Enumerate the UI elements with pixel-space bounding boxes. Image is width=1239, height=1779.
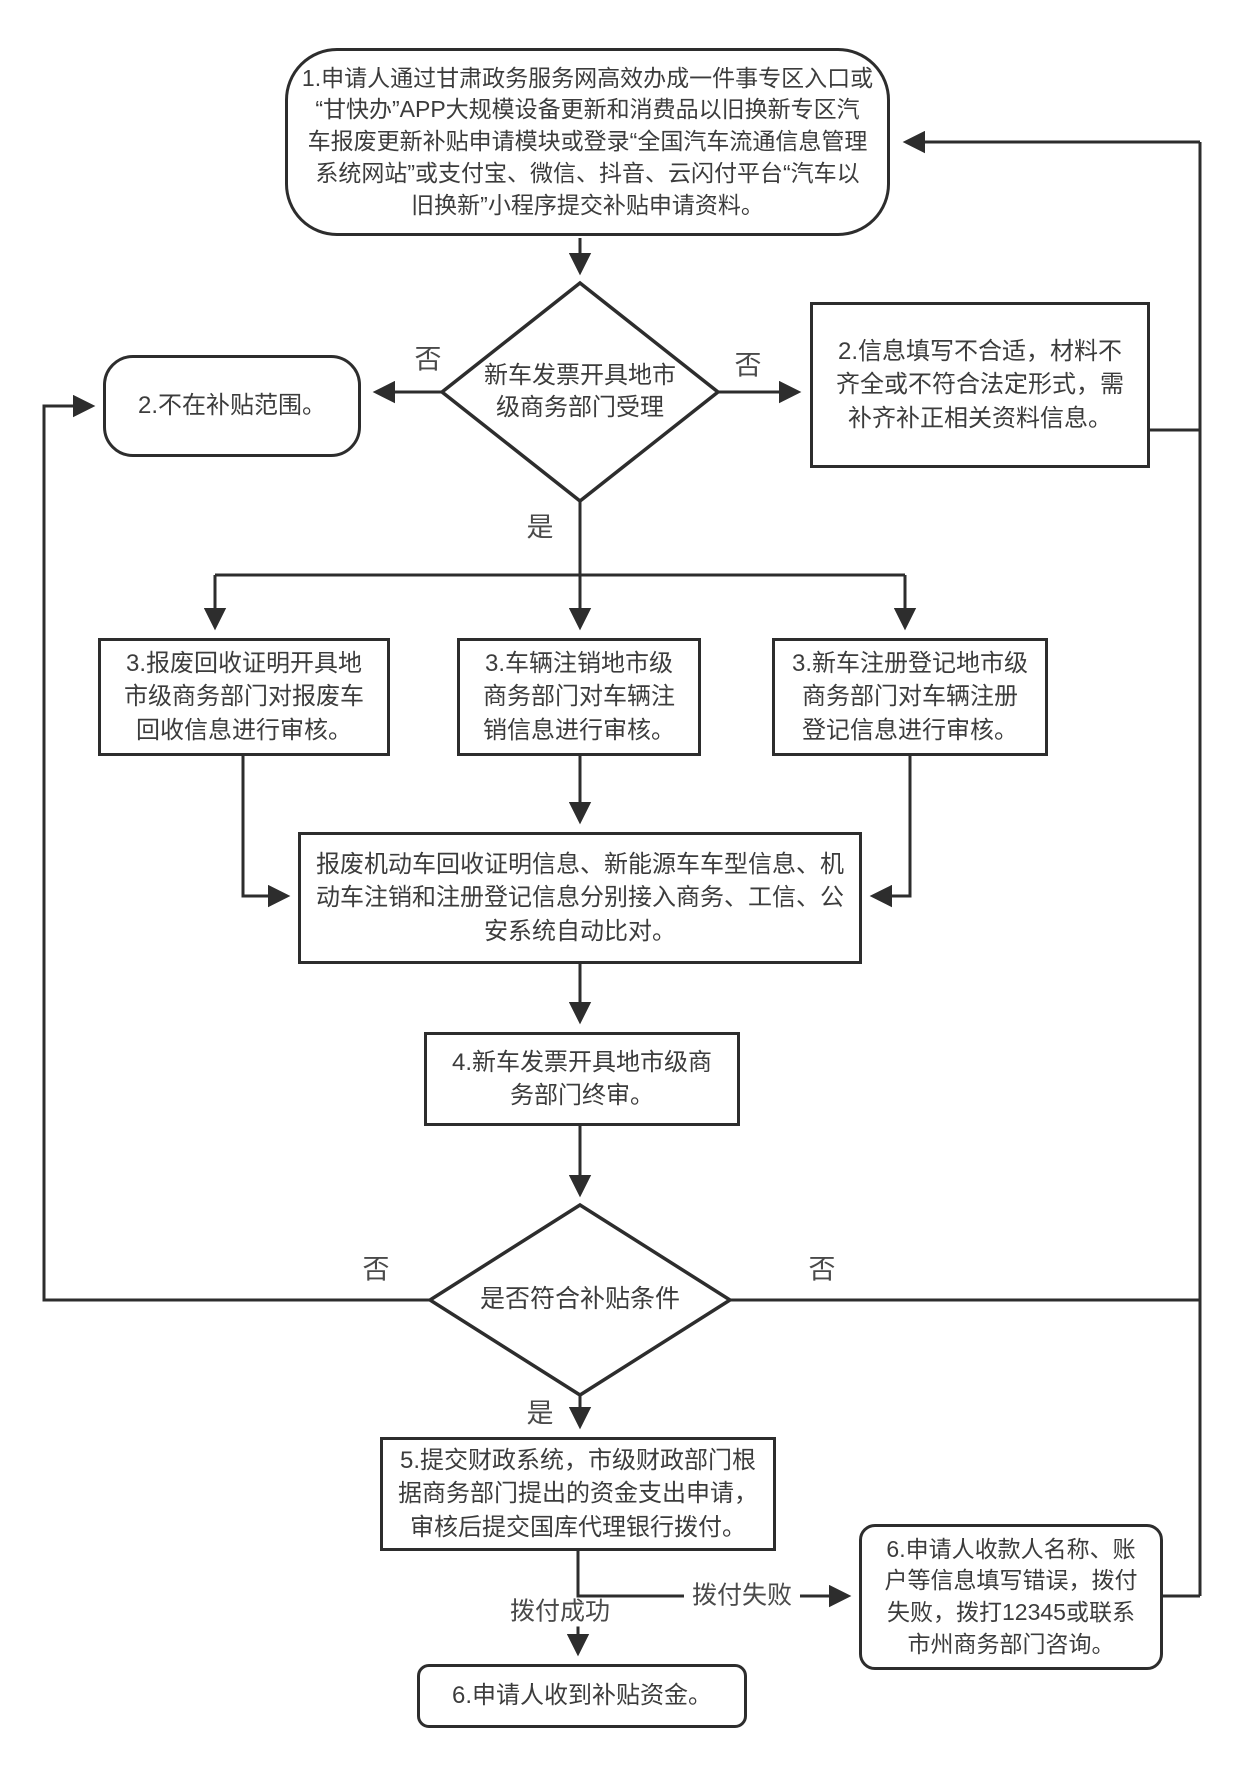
edge-register-to-compare	[869, 756, 912, 908]
label-accept-no-right: 否	[734, 350, 762, 381]
label-accept-no-left: 否	[414, 344, 442, 375]
node-start: 1.申请人通过甘肃政务服务网高效办成一件事专区入口或 “甘快办”APP大规模设备…	[285, 48, 890, 236]
node-audit-register: 3.新车注册登记地市级 商务部门对车辆注册 登记信息进行审核。	[772, 638, 1048, 756]
node-out-of-scope: 2.不在补贴范围。	[103, 355, 361, 457]
decision-eligible-diamond	[426, 1202, 734, 1398]
node-final-review: 4.新车发票开具地市级商 务部门终审。	[424, 1032, 740, 1126]
label-eligible-yes: 是	[526, 1398, 554, 1429]
decision-accept-diamond	[439, 280, 721, 504]
node-received-funds: 6.申请人收到补贴资金。	[417, 1664, 747, 1728]
node-audit-scrap: 3.报废回收证明开具地 市级商务部门对报废车 回收信息进行审核。	[98, 638, 390, 756]
label-accept-yes: 是	[526, 512, 554, 543]
node-audit-deregister: 3.车辆注销地市级 商务部门对车辆注 销信息进行审核。	[457, 638, 701, 756]
label-eligible-no-left: 否	[362, 1254, 390, 1285]
edge-eligible-no-left-feedback	[42, 394, 430, 1302]
edge-scrap-to-compare	[241, 756, 291, 908]
node-payment-failed-info: 6.申请人收款人名称、账 户等信息填写错误，拨付 失败，拨打12345或联系 市…	[859, 1524, 1163, 1670]
label-eligible-no-right: 否	[808, 1254, 836, 1285]
label-pay-success: 拨付成功	[501, 1597, 619, 1627]
node-auto-compare: 报废机动车回收证明信息、新能源车车型信息、机 动车注销和注册登记信息分别接入商务…	[298, 832, 862, 964]
node-finance-submit: 5.提交财政系统，市级财政部门根 据商务部门提出的资金支出申请， 审核后提交国库…	[380, 1437, 776, 1551]
label-pay-fail: 拨付失败	[683, 1581, 801, 1611]
node-fix-materials: 2.信息填写不合适，材料不 齐全或不符合法定形式，需 补齐补正相关资料信息。	[810, 302, 1150, 468]
